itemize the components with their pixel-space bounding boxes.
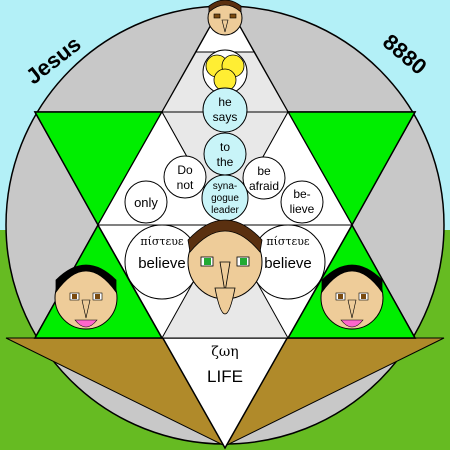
word-says: says: [213, 110, 238, 124]
bubble-be-afraid: [242, 156, 286, 200]
bubble-do-not: [163, 155, 207, 199]
bubble-be-lieve: [280, 180, 324, 224]
face-left: [54, 264, 118, 330]
face-top: [207, 0, 243, 36]
word-be: be: [257, 164, 271, 178]
word-to: to: [220, 140, 230, 154]
word-the: the: [217, 155, 234, 169]
word-syna: syna-: [213, 181, 237, 192]
face-right: [320, 264, 384, 330]
word-he: he: [218, 95, 232, 109]
life-label: LIFE: [207, 367, 243, 386]
word-afraid: afraid: [249, 179, 279, 193]
greek-life: ζωη: [211, 344, 238, 360]
face-center: [187, 219, 263, 315]
word-believe-right: believe: [264, 255, 312, 272]
word-be-hyphen: be-: [293, 187, 310, 201]
bubble-he-says: [202, 87, 248, 133]
greek-left: πίστευε: [140, 235, 184, 248]
greek-right: πίστευε: [266, 235, 310, 248]
bubble-only: [124, 180, 168, 224]
yellow-flower: [202, 49, 248, 95]
word-not: not: [177, 178, 194, 192]
word-only: only: [134, 195, 158, 210]
word-lieve: lieve: [290, 202, 315, 216]
word-gogue: gogue: [211, 193, 239, 204]
word-believe-left: believe: [138, 255, 186, 272]
word-do: Do: [177, 163, 193, 177]
word-leader: leader: [211, 205, 239, 216]
